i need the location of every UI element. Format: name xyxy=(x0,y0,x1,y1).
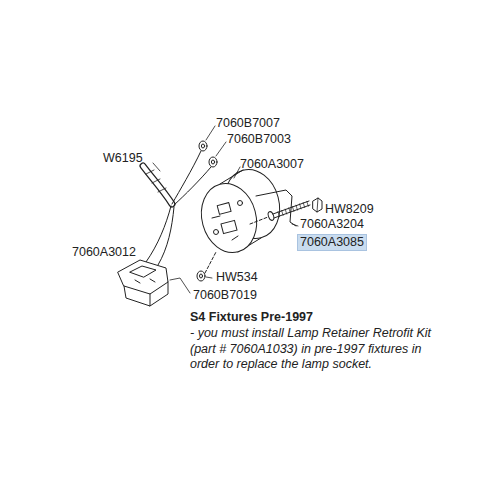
ring-terminal xyxy=(199,141,207,151)
washer xyxy=(197,271,205,281)
thread-stroke xyxy=(296,205,298,210)
screw-head xyxy=(267,211,275,221)
part-number: 7060B7019 xyxy=(193,288,257,303)
part-number: 7060A3085 xyxy=(297,234,367,251)
lamp-socket xyxy=(118,260,168,294)
ring-terminal xyxy=(209,157,217,167)
thread-stroke xyxy=(278,212,280,217)
screw-threads xyxy=(278,201,308,216)
wire xyxy=(146,206,171,262)
ring-terminal-hole xyxy=(211,160,214,164)
nut-face xyxy=(317,198,318,212)
part-number: HW8209 xyxy=(325,202,374,217)
note: - you must install Lamp Retainer Retrofi… xyxy=(190,326,452,373)
cable-wrap xyxy=(146,170,166,192)
heading: S4 Fixtures Pre-1997 xyxy=(190,310,313,325)
ring-terminal-hole xyxy=(201,144,204,148)
cable-core xyxy=(143,166,172,204)
washer-hole xyxy=(200,274,203,278)
thread-stroke xyxy=(282,210,284,215)
part-number: 7060A3007 xyxy=(240,157,304,172)
part-number: 7060B7007 xyxy=(216,116,280,131)
wire xyxy=(172,151,201,204)
part-number: 7060B7003 xyxy=(227,132,291,147)
leader-lines xyxy=(153,126,298,293)
lamp-holder xyxy=(194,163,287,259)
cable xyxy=(143,166,172,204)
assembly-line xyxy=(250,217,268,224)
lamp-socket-side xyxy=(124,282,168,306)
wire xyxy=(158,207,174,265)
socket-slots xyxy=(130,266,156,283)
nut xyxy=(313,198,322,212)
thread-stroke xyxy=(303,203,305,208)
part-number: 7060A3204 xyxy=(300,217,364,232)
thread-stroke xyxy=(307,201,309,206)
part-number: W6195 xyxy=(103,151,143,166)
part-number: HW534 xyxy=(216,270,258,285)
thread-stroke xyxy=(285,209,287,214)
thread-stroke xyxy=(300,204,302,209)
screw-shank xyxy=(273,201,310,218)
thread-stroke xyxy=(292,206,294,211)
thread-stroke xyxy=(289,208,291,213)
assembly-line xyxy=(205,252,216,273)
part-number: 7060A3012 xyxy=(72,245,136,260)
